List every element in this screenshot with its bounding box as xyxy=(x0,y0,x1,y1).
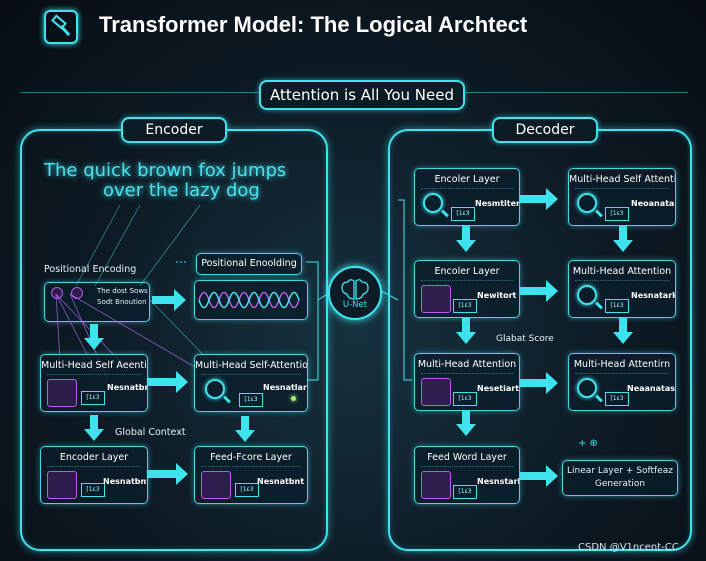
feed-forward-chip: [1ε3 xyxy=(235,483,259,497)
dec-mhsa-chip: [1ε3 xyxy=(605,207,629,221)
global-context-label: Global Context xyxy=(115,427,186,438)
feed-forward-box: Feed-Fcore Layer [1ε3 Nesnatbnt xyxy=(194,446,308,504)
dec-mha-left-chip: [1ε3 xyxy=(453,392,477,406)
decoder-mh-attention-left: Multi-Head Attention [1ε3 Nesetiart xyxy=(414,353,520,411)
dec-enc2-node-text: Newitort xyxy=(477,291,517,300)
banner-attention: Attention is All You Need xyxy=(259,80,465,110)
encoder-layer-box: Encoder Layer [1ε3 Nesnatbnt xyxy=(40,446,148,504)
dec-mha-right-node-text: Neaanatask xyxy=(627,384,676,393)
dec-enc1-divider xyxy=(421,188,513,192)
dec-enc1-node-text: Nesmtitert xyxy=(475,199,520,208)
brain-icon xyxy=(341,279,369,300)
encoder-layer-node-text: Nesnatbnt xyxy=(103,477,148,486)
dec-enc2-title: Encoler Layer xyxy=(434,266,500,277)
linear-layer-box: Linear Layer + Softfeaz Generation xyxy=(562,460,678,496)
dec-enc2-chip: [1ε3 xyxy=(453,299,477,313)
dec-mha-chip: [1ε3 xyxy=(605,299,629,313)
dec-mha-left-node-block xyxy=(421,378,451,406)
feed-forward-node-text: Nesnatbnt xyxy=(257,477,305,486)
magnifier-icon xyxy=(577,285,597,305)
encoder-sentence-line-1: The quick brown fox jumps xyxy=(44,160,287,181)
dec-mha-right-title: Multi-Head Attentirn xyxy=(573,359,671,370)
decoder-mh-self-attention: Multi-Head Self Attention [1ε3 Neoanatas xyxy=(568,168,676,226)
encoder-mh-self-attention-left: Multi-Head Self Aeention [1ε3 Nesnatbnt xyxy=(40,354,148,412)
token-line-2: Sodt Bnoution xyxy=(97,298,147,306)
positional-encoding-box-label: Positional Enoolding xyxy=(196,253,302,275)
magnifier-icon xyxy=(205,379,225,399)
dec-enc2-divider xyxy=(421,280,513,284)
sine-wave-icon xyxy=(198,291,300,309)
logo-hammer-icon xyxy=(44,10,78,44)
dec-mha-right-divider xyxy=(575,373,669,377)
unet-circle: U-Net xyxy=(328,266,382,320)
dec-fwl-divider xyxy=(421,466,513,470)
mh-left-node-text: Nesnatbnt xyxy=(107,383,147,392)
dec-fwl-node-block xyxy=(421,471,451,499)
encoder-mh-self-attention-right: Multi-Head Self-Attention [1ε3 Nesnatlar… xyxy=(194,354,308,412)
dec-mha-divider xyxy=(575,280,669,284)
linear-line-2: Generation xyxy=(594,479,646,489)
global-score-label: Glabat Score xyxy=(496,334,554,344)
positional-encoding-label: Positional Encoding xyxy=(44,264,137,275)
positional-encoding-title: Positional Enoolding xyxy=(201,258,297,269)
dec-enc1-chip: [1ε3 xyxy=(451,207,475,221)
dec-mha-left-node-text: Nesetiart xyxy=(477,384,520,393)
token-node-1 xyxy=(51,287,63,299)
dec-mhsa-node-text: Neoanatas xyxy=(631,199,676,208)
magnifier-icon xyxy=(577,193,597,213)
dec-mha-left-divider xyxy=(421,373,513,377)
dec-mha-left-title: Multi-Head Attention xyxy=(417,359,517,370)
dec-fwl-title: Feed Word Layer xyxy=(427,452,507,463)
mh-left-node-block xyxy=(47,379,77,407)
magnifier-icon xyxy=(577,378,597,398)
feed-forward-node-block xyxy=(201,471,231,499)
feed-forward-divider xyxy=(201,466,301,470)
linear-line-1: Linear Layer + Softfeaz xyxy=(567,466,673,476)
dec-mha-title: Multi-Head Attention xyxy=(572,266,672,277)
mh-right-divider xyxy=(201,374,301,378)
encoder-layer-title: Encoder Layer xyxy=(59,452,129,463)
decoder-mh-attention: Multi-Head Attention [1ε3 Nesnatark xyxy=(568,260,676,318)
decoder-mh-attention-right: Multi-Head Attentirn [1ε3 Neaanatask xyxy=(568,353,676,411)
mh-left-chip: [1ε3 xyxy=(81,391,105,405)
page-title: Transformer Model: The Logical Archtect xyxy=(99,12,528,37)
decoder-encoder-layer-1: Encoler Layer [1ε3 Nesmtitert xyxy=(414,168,520,226)
plus-label: + ⊕ xyxy=(578,438,598,449)
unet-label: U-Net xyxy=(342,300,368,310)
decoder-feed-word-layer: Feed Word Layer [1ε3 Nesnstark xyxy=(414,446,520,504)
encoder-layer-node-block xyxy=(47,471,77,499)
token-embedding-box: The dost Sows Sodt Bnoution xyxy=(44,282,150,322)
mh-left-divider xyxy=(47,374,141,378)
encoder-sentence-line-2: over the lazy dog xyxy=(103,180,260,201)
mh-right-node-text: Nesnatlark xyxy=(263,383,308,392)
decoder-encoder-layer-2: Encoler Layer [1ε3 Newitort xyxy=(414,260,520,318)
decoder-label: Decoder xyxy=(492,117,598,143)
encoder-layer-chip: [1ε3 xyxy=(81,483,105,497)
dec-mha-right-chip: [1ε3 xyxy=(605,392,629,406)
dec-mhsa-divider xyxy=(575,188,669,192)
encoder-label: Encoder xyxy=(121,117,227,143)
positional-wave-box xyxy=(194,280,308,320)
feed-forward-title: Feed-Fcore Layer xyxy=(210,452,292,463)
mh-right-status-dot xyxy=(291,396,296,401)
dec-fwl-node-text: Nesnstark xyxy=(477,477,520,486)
dec-fwl-chip: [1ε3 xyxy=(453,485,477,499)
mh-left-title: Multi-Head Self Aeention xyxy=(41,360,148,371)
mh-right-title: Multi-Head Self-Attention xyxy=(195,360,308,371)
magnifier-icon xyxy=(423,193,443,213)
watermark: CSDN @V1ncent-CC xyxy=(578,542,679,553)
dec-enc1-title: Encoler Layer xyxy=(434,174,500,185)
encoder-layer-divider xyxy=(47,466,141,470)
token-line-1: The dost Sows xyxy=(97,287,148,295)
dec-mhsa-title: Multi-Head Self Attention xyxy=(569,174,675,185)
dec-mha-node-text: Nesnatark xyxy=(631,291,676,300)
mh-right-chip: [1ε3 xyxy=(239,393,263,407)
dec-enc2-node-block xyxy=(421,285,451,313)
